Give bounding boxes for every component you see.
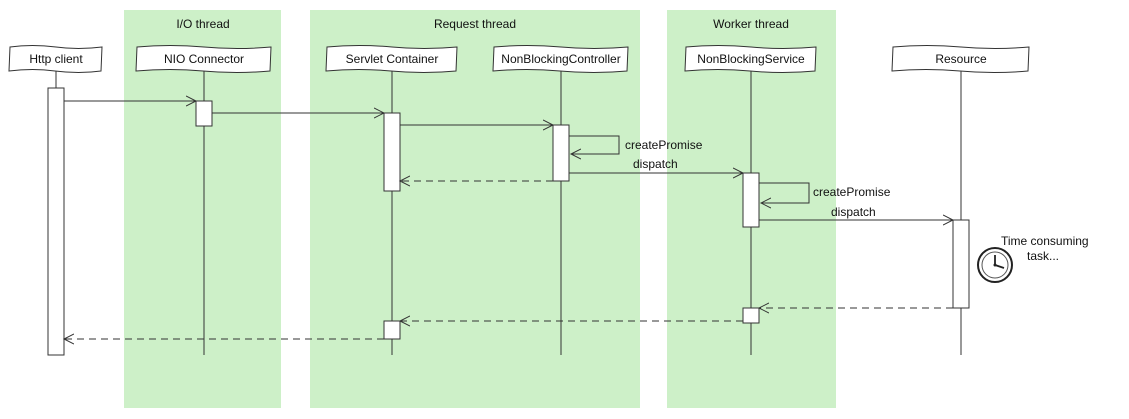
participant-label-nio: NIO Connector bbox=[164, 52, 244, 66]
lane-label-request: Request thread bbox=[434, 17, 516, 31]
participant-label-client: Http client bbox=[29, 52, 83, 66]
message-label-controller-self: createPromise bbox=[625, 138, 703, 152]
participant-box-resource bbox=[891, 45, 1030, 73]
participant-box-service bbox=[684, 45, 817, 73]
activation-nio bbox=[195, 100, 213, 127]
message-label-service-dispatch: dispatch bbox=[831, 205, 876, 219]
activation-resource bbox=[952, 219, 970, 309]
participant-label-servlet: Servlet Container bbox=[346, 52, 439, 66]
participant-label-resource: Resource bbox=[935, 52, 987, 66]
activation-client bbox=[47, 87, 65, 356]
activation-controller bbox=[552, 124, 570, 182]
note-line-1: Time consuming bbox=[1001, 234, 1089, 248]
lane-io bbox=[124, 10, 281, 408]
message-label-controller-dispatch: dispatch bbox=[633, 157, 678, 171]
messages bbox=[64, 101, 953, 339]
message-labels: createPromise dispatch createPromise dis… bbox=[625, 138, 891, 219]
participant-box-nio bbox=[135, 45, 272, 73]
message-label-service-self: createPromise bbox=[813, 185, 891, 199]
lane-request bbox=[310, 10, 640, 408]
lane-label-worker: Worker thread bbox=[713, 17, 789, 31]
message-service-self bbox=[759, 182, 810, 203]
participant-label-service: NonBlockingService bbox=[697, 52, 805, 66]
time-consuming-note: Time consuming task... bbox=[977, 234, 1089, 283]
participant-label-controller: NonBlockingController bbox=[501, 52, 620, 66]
note-line-2: task... bbox=[1027, 249, 1059, 263]
lane-label-io: I/O thread bbox=[176, 17, 229, 31]
activations bbox=[47, 87, 970, 356]
participant-box-servlet bbox=[325, 45, 458, 73]
clock-icon bbox=[977, 247, 1013, 283]
participant-box-controller bbox=[492, 45, 629, 73]
activation-service-2 bbox=[742, 307, 760, 324]
activation-service-1 bbox=[742, 172, 760, 228]
message-controller-self bbox=[569, 135, 620, 154]
activation-servlet-1 bbox=[383, 112, 401, 192]
thread-lanes: I/O thread Request thread Worker thread bbox=[124, 10, 836, 408]
participant-box-client bbox=[8, 45, 103, 73]
participants: Http client NIO Connector Servlet Contai… bbox=[8, 45, 1030, 73]
activation-servlet-2 bbox=[383, 320, 401, 340]
